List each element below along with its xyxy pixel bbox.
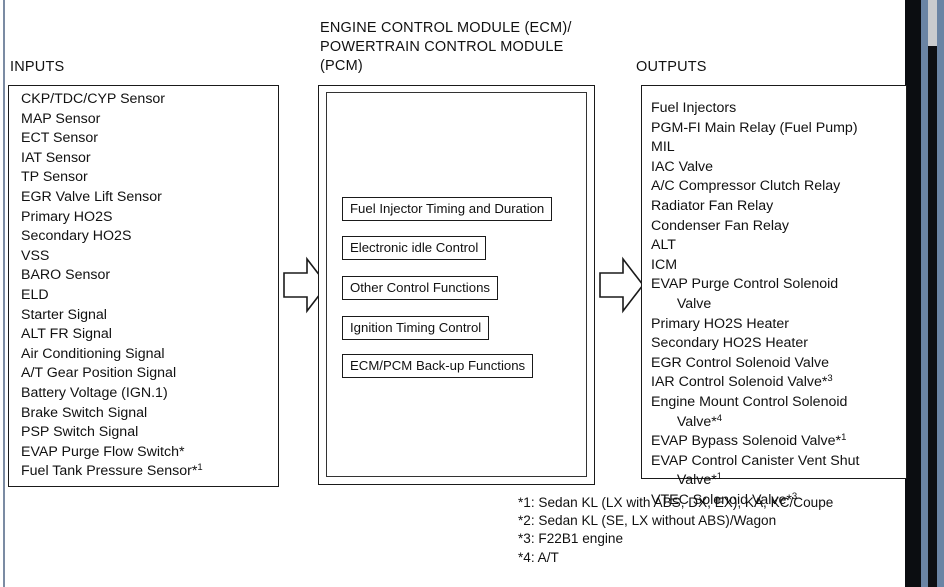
ecm-pcm-heading: ENGINE CONTROL MODULE (ECM)/ POWERTRAIN … <box>320 20 572 74</box>
inputs-list-item: TP Sensor <box>21 169 88 186</box>
page-right-gutter <box>905 0 921 587</box>
outputs-list-item: IAR Control Solenoid Valve*3 <box>651 373 833 391</box>
outputs-list-item: MIL <box>651 139 675 156</box>
outputs-box <box>641 85 907 479</box>
outputs-list-item: EVAP Control Canister Vent Shut Valve*1 <box>651 452 860 489</box>
inputs-list-item: PSP Switch Signal <box>21 424 139 441</box>
inputs-list-item: ELD <box>21 286 49 303</box>
block-arrow-inputs-to-ecm <box>283 255 329 320</box>
vertical-scrollbar-track[interactable] <box>928 0 937 587</box>
inputs-list-item: Primary HO2S <box>21 208 113 225</box>
outputs-list-item: Secondary HO2S Heater <box>651 335 808 352</box>
outputs-list-item: A/C Compressor Clutch Relay <box>651 178 841 195</box>
inputs-list-item: Air Conditioning Signal <box>21 345 165 362</box>
ecm-function-box: Other Control Functions <box>342 276 498 300</box>
page-left-edge-line <box>3 0 5 587</box>
ecm-function-box: Electronic idle Control <box>342 236 487 260</box>
inputs-list-item: Battery Voltage (IGN.1) <box>21 384 168 401</box>
inputs-list-item: Fuel Tank Pressure Sensor*1 <box>21 462 203 480</box>
outputs-list-item: IAC Valve <box>651 158 714 175</box>
outputs-list-item: ICM <box>651 256 678 273</box>
outputs-list-item: EGR Control Solenoid Valve <box>651 354 829 371</box>
outputs-list-item: Fuel Injectors <box>651 100 737 116</box>
outputs-list-item: Radiator Fan Relay <box>651 197 774 214</box>
footnote-item: *1: Sedan KL (LX with ABS, DX, EX), KA, … <box>518 495 834 510</box>
inputs-list-item: Starter Signal <box>21 306 107 323</box>
vertical-scrollbar-thumb[interactable] <box>928 0 937 46</box>
outputs-heading: OUTPUTS <box>636 59 707 75</box>
inputs-list-item: BARO Sensor <box>21 267 111 284</box>
inputs-list-item: Secondary HO2S <box>21 228 132 245</box>
outputs-list-item: PGM-FI Main Relay (Fuel Pump) <box>651 119 858 136</box>
footnote-item: *3: F22B1 engine <box>518 531 624 547</box>
outputs-list-item: EVAP Purge Control Solenoid Valve <box>651 276 839 312</box>
inputs-list-item: Brake Switch Signal <box>21 404 148 421</box>
inputs-list-item: IAT Sensor <box>21 149 91 166</box>
footnote-list: *1: Sedan KL (LX with ABS, DX, EX), KA, … <box>518 494 833 567</box>
inputs-box <box>8 85 279 487</box>
outputs-list-item: Condenser Fan Relay <box>651 217 790 234</box>
footnote-item: *2: Sedan KL (SE, LX without ABS)/Wagon <box>518 513 777 529</box>
ecm-function-box: Ignition Timing Control <box>342 316 490 340</box>
inputs-list-item: VSS <box>21 247 50 264</box>
inputs-list-item: A/T Gear Position Signal <box>21 365 177 382</box>
outputs-list-item: VTEC Solenoid Valve*3 <box>651 490 798 508</box>
footnote-item: *4: A/T <box>518 549 559 565</box>
ecm-function-box: Fuel Injector Timing and Duration <box>342 197 553 221</box>
inputs-list-item: MAP Sensor <box>21 110 101 127</box>
inputs-list-item: EGR Valve Lift Sensor <box>21 188 162 205</box>
outputs-list-item: EVAP Bypass Solenoid Valve*1 <box>651 432 847 450</box>
inputs-list-item: CKP/TDC/CYP Sensor <box>21 91 166 107</box>
inputs-list-item: ALT FR Signal <box>21 326 112 343</box>
inputs-list-item: EVAP Purge Flow Switch* <box>21 443 185 460</box>
outputs-list-item: Primary HO2S Heater <box>651 315 789 332</box>
inputs-heading: INPUTS <box>10 59 65 75</box>
outputs-list-item: ALT <box>651 237 676 254</box>
outputs-list-item: Engine Mount Control Solenoid Valve*4 <box>651 393 848 430</box>
ecm-function-box: ECM/PCM Back-up Functions <box>342 354 534 378</box>
inputs-list-item: ECT Sensor <box>21 130 99 147</box>
block-arrow-ecm-to-outputs <box>599 255 645 320</box>
viewer-right-edge <box>937 0 944 587</box>
